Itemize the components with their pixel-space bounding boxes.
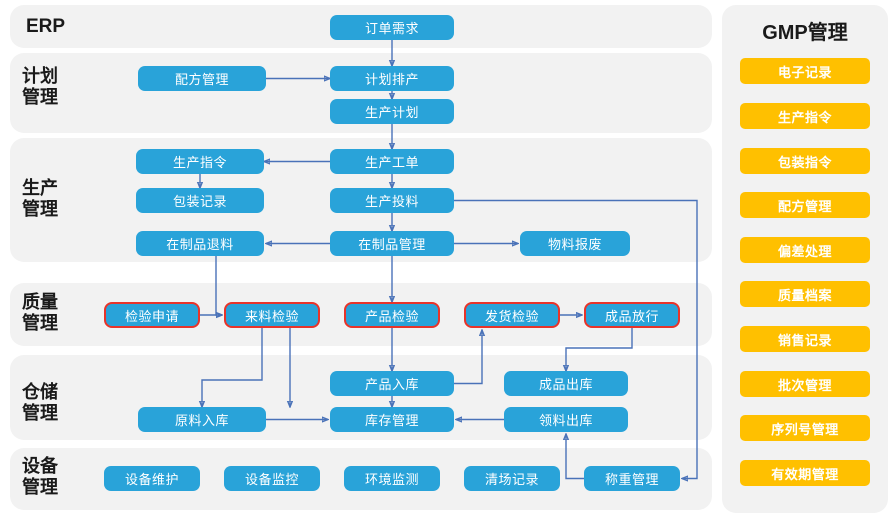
node-plan-scheduling[interactable]: 计划排产 bbox=[330, 66, 454, 91]
node-material-inbound[interactable]: 原料入库 bbox=[138, 407, 266, 432]
node-work-order[interactable]: 生产工单 bbox=[330, 149, 454, 174]
node-wip-management[interactable]: 在制品管理 bbox=[330, 231, 454, 256]
band-label-warehouse: 仓储 管理 bbox=[22, 382, 58, 424]
band-label-quality: 质量 管理 bbox=[22, 292, 58, 334]
gmp-item-electronic-record[interactable]: 电子记录 bbox=[740, 58, 870, 84]
gmp-item-expiry-management[interactable]: 有效期管理 bbox=[740, 460, 870, 486]
band-label-erp: ERP bbox=[26, 16, 66, 37]
gmp-item-production-command[interactable]: 生产指令 bbox=[740, 103, 870, 129]
node-production-order[interactable]: 生产指令 bbox=[136, 149, 264, 174]
gmp-panel-title: GMP管理 bbox=[762, 22, 848, 44]
node-weighing-management[interactable]: 称重管理 bbox=[584, 466, 680, 491]
gmp-item-packaging-command[interactable]: 包装指令 bbox=[740, 148, 870, 174]
node-packaging-record[interactable]: 包装记录 bbox=[136, 188, 264, 213]
node-picking-outbound[interactable]: 领料出库 bbox=[504, 407, 628, 432]
node-inspection-request[interactable]: 检验申请 bbox=[104, 302, 200, 328]
band-label-plan: 计划 管理 bbox=[22, 66, 58, 108]
node-environment-monitoring[interactable]: 环境监测 bbox=[344, 466, 440, 491]
node-finished-release[interactable]: 成品放行 bbox=[584, 302, 680, 328]
node-production-feeding[interactable]: 生产投料 bbox=[330, 188, 454, 213]
node-material-scrap[interactable]: 物料报废 bbox=[520, 231, 630, 256]
node-production-plan[interactable]: 生产计划 bbox=[330, 99, 454, 124]
gmp-item-serial-management[interactable]: 序列号管理 bbox=[740, 415, 870, 441]
node-inventory-management[interactable]: 库存管理 bbox=[330, 407, 454, 432]
node-clearance-record[interactable]: 清场记录 bbox=[464, 466, 560, 491]
node-wip-return[interactable]: 在制品退料 bbox=[136, 231, 264, 256]
node-finished-outbound[interactable]: 成品出库 bbox=[504, 371, 628, 396]
node-product-inspection[interactable]: 产品检验 bbox=[344, 302, 440, 328]
gmp-item-deviation-handling[interactable]: 偏差处理 bbox=[740, 237, 870, 263]
node-order-demand[interactable]: 订单需求 bbox=[330, 15, 454, 40]
gmp-item-sales-record[interactable]: 销售记录 bbox=[740, 326, 870, 352]
node-equipment-monitoring[interactable]: 设备监控 bbox=[224, 466, 320, 491]
node-equipment-maintenance[interactable]: 设备维护 bbox=[104, 466, 200, 491]
node-incoming-inspection[interactable]: 来料检验 bbox=[224, 302, 320, 328]
gmp-item-quality-file[interactable]: 质量档案 bbox=[740, 281, 870, 307]
node-product-inbound[interactable]: 产品入库 bbox=[330, 371, 454, 396]
band-label-equipment: 设备 管理 bbox=[22, 456, 58, 498]
gmp-item-batch-management[interactable]: 批次管理 bbox=[740, 371, 870, 397]
node-shipment-inspection[interactable]: 发货检验 bbox=[464, 302, 560, 328]
node-formula-management[interactable]: 配方管理 bbox=[138, 66, 266, 91]
band-label-production: 生产 管理 bbox=[22, 178, 58, 220]
gmp-item-formula-management[interactable]: 配方管理 bbox=[740, 192, 870, 218]
